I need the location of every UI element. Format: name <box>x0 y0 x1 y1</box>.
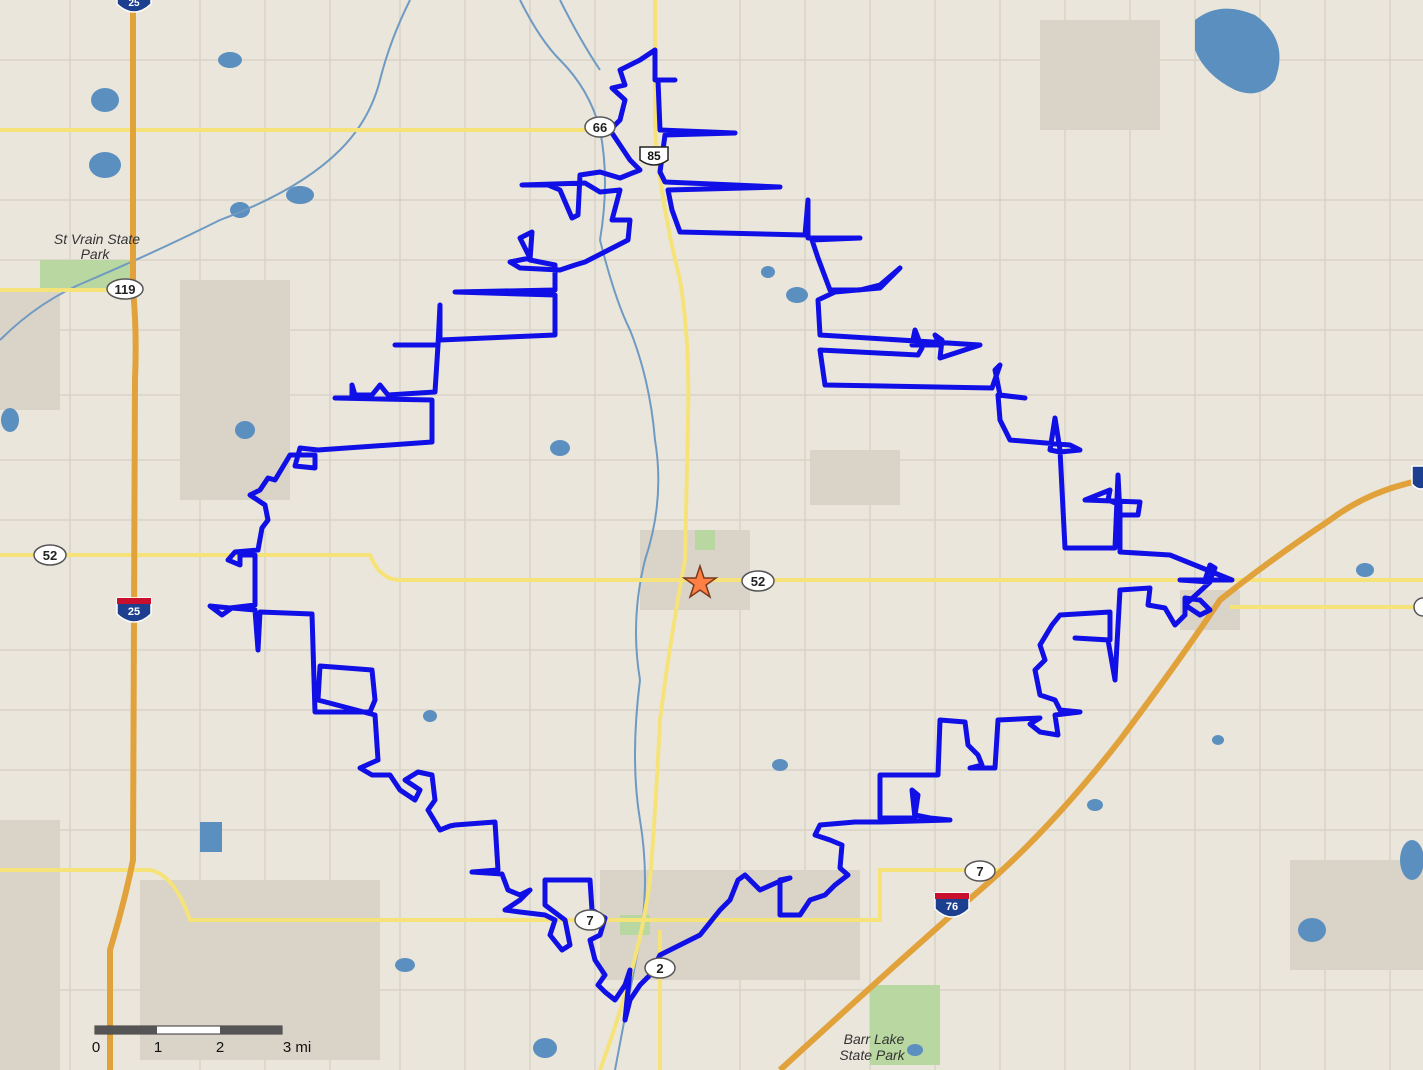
place-label-line2: Park <box>81 246 111 262</box>
route-2-shield: 2 <box>644 957 676 979</box>
scale-label-1: 1 <box>154 1039 162 1056</box>
route-52-east-shield: 52 <box>741 570 775 592</box>
water-bodies <box>1 8 1423 1058</box>
state-route-shields: 66 119 52 52 7 7 2 <box>33 116 996 979</box>
i25-shield: 25 <box>116 597 152 623</box>
interstate-shields: 25 25 76 <box>116 0 970 918</box>
place-label-line1: Barr Lake <box>844 1031 905 1047</box>
route-119-label: 119 <box>115 282 136 297</box>
route-7-south-label: 7 <box>586 913 593 928</box>
route-7-south-shield: 7 <box>574 909 606 931</box>
i76-shield: 76 <box>934 892 970 918</box>
scale-label-3: 3 mi <box>283 1039 311 1056</box>
place-label-st-vrain: St Vrain State Park <box>54 231 140 262</box>
route-boundary <box>207 47 1235 1023</box>
route-52-west-shield: 52 <box>33 544 67 566</box>
place-label-line1: St Vrain State <box>54 231 140 247</box>
route-52-west-label: 52 <box>43 548 57 563</box>
edge-shields <box>1411 465 1423 617</box>
route-2-label: 2 <box>656 961 663 976</box>
i25-label: 25 <box>128 606 140 618</box>
route-119-shield: 119 <box>106 278 144 300</box>
us-85-shield: 85 <box>639 146 669 166</box>
star-icon[interactable] <box>681 563 719 599</box>
route-7-east-label: 7 <box>976 864 983 879</box>
route-66-label: 66 <box>593 120 607 135</box>
scale-label-0: 0 <box>92 1039 100 1056</box>
i25-north-shield: 25 <box>116 0 152 13</box>
route-52-east-label: 52 <box>751 574 765 589</box>
parks <box>40 260 940 1065</box>
route-66-shield: 66 <box>584 116 616 138</box>
place-label-barr-lake: Barr Lake State Park <box>839 1031 905 1063</box>
us-85-label: 85 <box>647 149 661 163</box>
scale-bar: 0 1 2 3 mi <box>92 1025 311 1056</box>
i76-label: 76 <box>946 901 958 913</box>
i25-north-label: 25 <box>128 0 140 9</box>
place-label-line2: State Park <box>839 1047 905 1063</box>
route-7-east-shield: 7 <box>964 860 996 882</box>
scale-label-2: 2 <box>216 1039 224 1056</box>
